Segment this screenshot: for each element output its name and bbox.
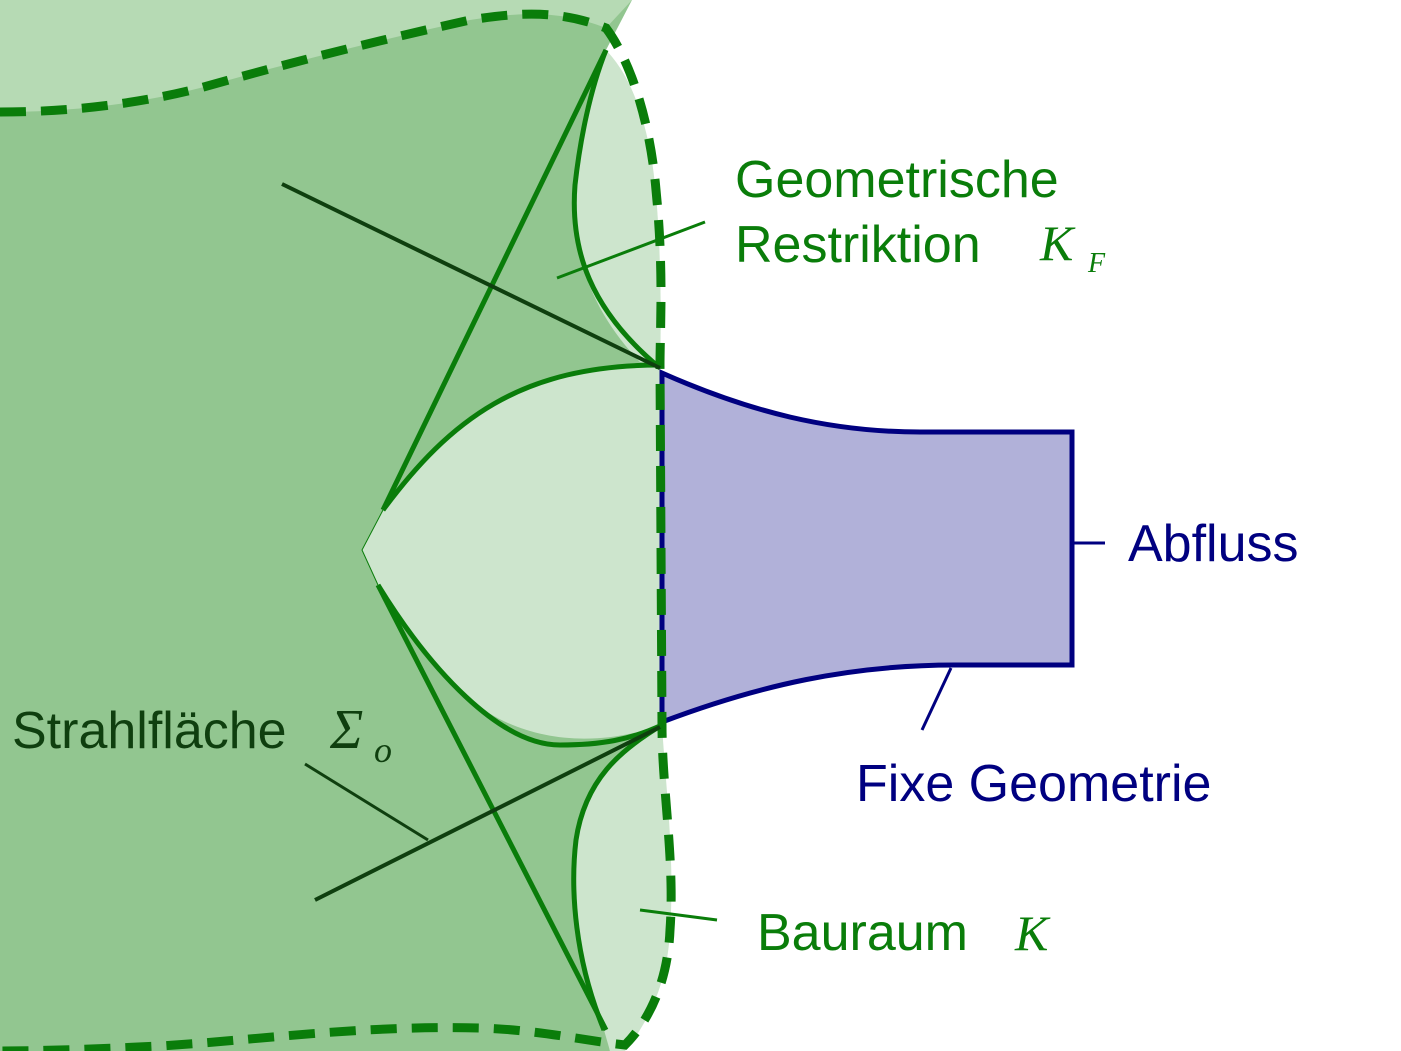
geometric-restriction-subscript: F — [1087, 248, 1106, 279]
beam-surface-line-upper — [281, 182, 661, 370]
lower-restriction-region — [573, 725, 672, 1051]
geometric-restriction-label-line2: Restriktion — [735, 216, 981, 274]
geometric-restriction-label-line1: Geometrische — [735, 151, 1059, 209]
top-left-light-region — [0, 0, 632, 112]
lower-restriction-curve — [571, 722, 664, 1031]
build-space-symbol: K — [1014, 905, 1051, 961]
fixed-geometry-leader-line — [920, 667, 953, 731]
fixed-geometry-shape — [659, 369, 1075, 726]
upper-envelope-line — [380, 48, 609, 512]
beam-surface-symbol: Σ — [329, 699, 363, 761]
fixed-geometry-label: Fixe Geometrie — [856, 755, 1211, 813]
beam-surface-label: Strahlfläche — [12, 702, 287, 760]
build-space-label: Bauraum — [757, 904, 968, 962]
beam-surface-leader-line — [304, 762, 429, 842]
beam-surface-line-lower — [314, 725, 661, 902]
lower-beam-curve — [375, 583, 664, 748]
beam-surface-subscript: o — [374, 730, 392, 770]
lower-envelope-line — [375, 583, 609, 1032]
upper-beam-curve — [380, 362, 661, 512]
upper-restriction-region — [574, 50, 661, 365]
beam-lens-region — [362, 365, 662, 739]
tip-line — [361, 509, 384, 586]
geometric-restriction-symbol: K — [1039, 215, 1076, 271]
build-space-leader-line — [639, 908, 718, 922]
outflow-label: Abfluss — [1128, 515, 1299, 573]
build-space-region — [0, 0, 662, 1051]
restriction-leader-line — [556, 220, 706, 280]
upper-restriction-curve — [571, 49, 662, 370]
